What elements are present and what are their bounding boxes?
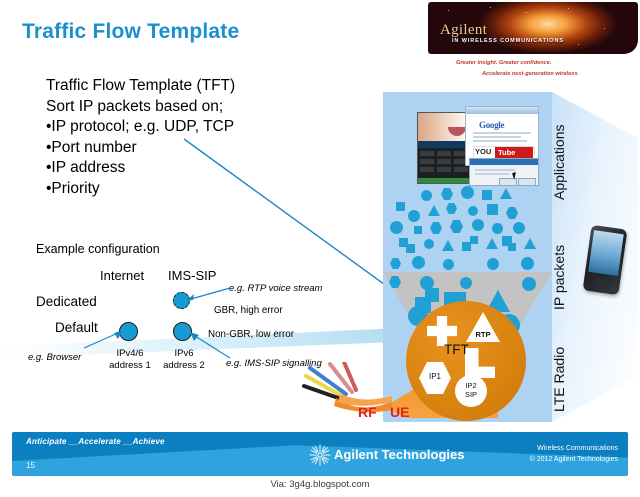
body-bullet-ip-address: •IP address	[46, 159, 126, 176]
footer-motto: Anticipate __Accelerate __Achieve	[26, 437, 165, 446]
note-nongbr-low-error: Non-GBR, low error	[208, 329, 295, 340]
thumb-dialog-titlebar	[470, 159, 538, 165]
footer-copyright-block: Wireless Communications © 2012 Agilent T…	[530, 444, 618, 465]
thumb-youtube-tube: Tube	[495, 147, 533, 158]
tft-text-label: TFT	[444, 342, 469, 357]
row-label-dedicated: Dedicated	[36, 294, 97, 309]
note-ims-sip-signalling: e.g. IMS-SIP signalling	[226, 358, 322, 369]
thumb-dialer-display	[418, 141, 470, 148]
thumb-dialer-keypad	[418, 148, 470, 178]
arrow-sip-to-node	[190, 332, 231, 359]
agilent-spark-logo-icon	[309, 444, 331, 466]
ue-label: UE	[390, 404, 410, 420]
tagline-line-1: Greater insight. Greater confidence.	[456, 60, 552, 66]
pointer-line-to-diagram	[183, 138, 389, 288]
page-title: Traffic Flow Template	[22, 20, 240, 43]
tagline-line-2: Accelerate next-generation wireless.	[482, 70, 580, 77]
body-text-block: Traffic Flow Template (TFT) Sort IP pack…	[46, 76, 235, 199]
bearer-node-default-ipv6	[173, 322, 192, 341]
body-bullet-priority: •Priority	[46, 179, 100, 197]
body-line-2: Sort IP packets based on;	[46, 97, 224, 115]
thumb-face-photo	[418, 113, 470, 141]
thumb-youtube-you: YOU	[475, 147, 492, 156]
thumb-google-wordmark: Google	[479, 120, 505, 130]
via-credit: Via: 3g4g.blogspot.com	[270, 479, 370, 490]
note-browser: e.g. Browser	[28, 352, 82, 363]
arrow-rtp-to-node	[186, 287, 231, 301]
phone-screen	[588, 230, 624, 276]
application-thumbnails: Google YOU Tube	[417, 106, 539, 186]
caption-ipv4-address: IPv4/6 address 1	[109, 348, 151, 371]
banner-brand-word: Agilent	[440, 22, 488, 38]
packet-shape-ip2-sip-label: IP2 SIP	[464, 381, 478, 399]
packet-shape-circle-ip2-sip	[455, 375, 487, 407]
layer-label-applications: Applications	[551, 124, 567, 201]
packet-shape-hexagon-ip1	[419, 362, 451, 394]
footer-copyright: © 2012 Agilent Technologies	[529, 455, 618, 463]
packet-shape-rtp-label: RTP	[475, 330, 491, 339]
banner-subtitle: IN WIRELESS COMMUNICATIONS	[452, 38, 564, 44]
note-gbr-high-error: GBR, high error	[214, 305, 283, 316]
column-label-internet: Internet	[100, 268, 145, 283]
column-label-ims-sip: IMS-SIP	[168, 268, 217, 283]
note-rtp-voice-stream: e.g. RTP voice stream	[229, 283, 323, 294]
thumb-youtube-tube-text: Tube	[498, 148, 516, 157]
body-bullet-ip-protocol: •IP protocol; e.g. UDP, TCP	[46, 118, 235, 135]
layer-label-lte-radio: LTE Radio	[551, 346, 567, 412]
footer-business-unit: Wireless Communications	[537, 445, 618, 452]
row-label-default: Default	[55, 320, 98, 335]
cable-bundle-illustration	[302, 362, 392, 413]
body-bullet-port-number: •Port number	[46, 138, 137, 156]
footer-company-name: Agilent Technologies	[334, 447, 465, 462]
phone-home-button	[594, 277, 610, 287]
body-line-1: Traffic Flow Template (TFT)	[46, 77, 236, 94]
layer-label-ip-packets: IP packets	[551, 244, 567, 310]
caption-ipv6-address: IPv6 address 2	[163, 348, 205, 371]
agilent-nebula-banner: Agilent IN WIRELESS COMMUNICATIONS	[428, 2, 638, 54]
thumb-dialer-call-key	[418, 178, 470, 183]
example-config-heading: Example configuration	[36, 242, 160, 256]
footer-page-number: 15	[26, 461, 35, 470]
rf-label: RF	[358, 404, 377, 420]
banner-tagline: Greater insight. Greater confidence. Acc…	[456, 58, 636, 79]
thumb-browser-titlebar	[466, 107, 538, 114]
slide-footer: Anticipate __Accelerate __Achieve 15 Agi…	[12, 432, 628, 476]
packet-shape-ip1-label: IP1	[428, 372, 441, 381]
arrow-browser-to-node	[83, 330, 123, 349]
